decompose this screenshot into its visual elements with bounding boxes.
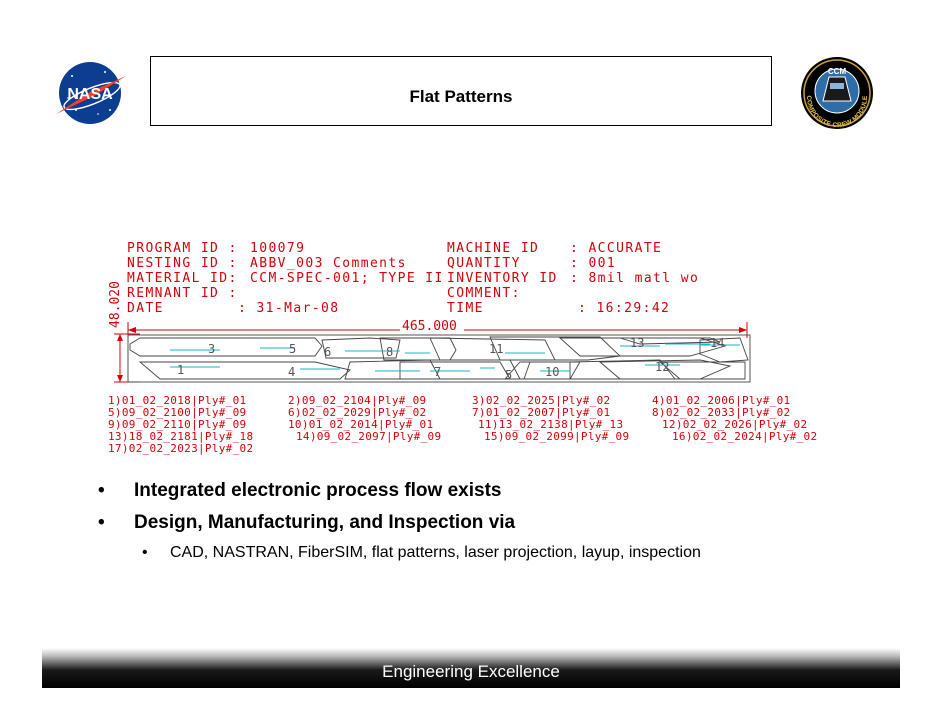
bullet-dot: • [98, 512, 105, 533]
part-index-table: 1)01_02_2018|Ply#_01 2)09_02_2104|Ply#_0… [108, 394, 817, 455]
ccm-logo-text: CCM [828, 67, 847, 76]
remnant-id-label: REMNANT ID : [127, 286, 238, 301]
program-id-label: PROGRAM ID : [127, 241, 238, 256]
bullet-text: Integrated electronic process flow exist… [134, 480, 502, 501]
part-index-entry: 5)09_02_2100|Ply#_09 [108, 406, 246, 419]
part-number: 12 [655, 360, 669, 374]
bullet-list: • Integrated electronic process flow exis… [98, 478, 701, 564]
part-index-entry: 16)02_02_2024|Ply#_02 [672, 430, 817, 443]
bullet-item: • Design, Manufacturing, and Inspection v… [98, 510, 701, 542]
footer-bar: Engineering Excellence [42, 648, 900, 688]
part-index-entry: 10)01_02_2014|Ply#_01 [288, 418, 433, 431]
part-index-entry: 15)09_02_2099|Ply#_09 [484, 430, 629, 443]
part-number: 8 [386, 345, 393, 359]
width-dimension: 465.000 [127, 319, 748, 338]
part-number: 3 [208, 342, 215, 356]
material-id-label: MATERIAL ID: [127, 271, 238, 286]
part-number: 11 [489, 342, 503, 356]
part-number: 13 [630, 336, 644, 350]
part-number: 10 [545, 365, 559, 379]
part-number: 6 [324, 345, 331, 359]
time-value: : 16:29:42 [578, 301, 670, 316]
nested-parts [127, 334, 751, 383]
part-index-entry: 4)01_02_2006|Ply#_01 [652, 394, 790, 407]
quantity-value: : 001 [570, 256, 616, 271]
height-dimension-label: 48.020 [108, 281, 123, 328]
width-dimension-label: 465.000 [402, 319, 457, 334]
inventory-id-label: INVENTORY ID [447, 271, 558, 286]
machine-id-label: MACHINE ID [447, 241, 539, 256]
footer-text: Engineering Excellence [382, 662, 560, 681]
program-id-value: 100079 [250, 241, 305, 256]
comment-label: COMMENT: [447, 286, 521, 301]
material-id-value: CCM-SPEC-001; TYPE II [250, 271, 444, 286]
quantity-label: QUANTITY [447, 256, 521, 271]
part-index-entry: 9)09_02_2110|Ply#_09 [108, 418, 246, 431]
part-index-entry: 3)02_02_2025|Ply#_02 [472, 394, 610, 407]
bullet-dot: • [98, 480, 105, 501]
part-index-entry: 17)02_02_2023|Ply#_02 [108, 442, 253, 455]
part-number: 14 [710, 336, 724, 350]
sub-bullet-dot: • [142, 544, 148, 561]
date-value: : 31-Mar-08 [238, 301, 340, 316]
nesting-id-label: NESTING ID : [127, 256, 238, 271]
nasa-logo-text: NASA [67, 86, 113, 103]
ccm-mission-patch: CCM COMPOSITE CREW MODULE [793, 55, 881, 131]
flat-pattern-drawing: PROGRAM ID : 100079 MACHINE ID : ACCURAT… [100, 234, 840, 456]
title-box: Flat Patterns [150, 56, 772, 126]
svg-text:PROGRAM ID :: PROGRAM ID : [127, 241, 238, 256]
part-index-entry: 8)02_02_2033|Ply#_02 [652, 406, 790, 419]
bullet-item: • Integrated electronic process flow exis… [98, 478, 701, 510]
part-number: 4 [288, 365, 295, 379]
part-index-entry: 2)09_02_2104|Ply#_09 [288, 394, 426, 407]
nesting-id-value: ABBV_003 Comments [250, 256, 407, 271]
part-index-entry: 13)18_02_2181|Ply#_18 [108, 430, 253, 443]
time-label: TIME [447, 301, 484, 316]
machine-id-value: : ACCURATE [570, 241, 662, 256]
nasa-logo: NASA [50, 58, 130, 128]
inventory-id-value: : 8mil matl wo [570, 271, 699, 286]
date-label: DATE [127, 301, 164, 316]
part-number: 5 [505, 368, 512, 382]
part-index-entry: 12)02_02_2026|Ply#_02 [662, 418, 807, 431]
part-number: 1 [177, 363, 184, 377]
sub-bullet-text: CAD, NASTRAN, FiberSIM, flat patterns, l… [170, 544, 701, 561]
sub-bullet-item: • CAD, NASTRAN, FiberSIM, flat patterns, … [98, 542, 701, 564]
part-index-entry: 11)13_02_2138|Ply#_13 [478, 418, 623, 431]
slide-title: Flat Patterns [409, 87, 513, 106]
part-index-entry: 7)01_02_2007|Ply#_01 [472, 406, 610, 419]
part-number: 7 [434, 365, 441, 379]
part-index-entry: 6)02_02_2029|Ply#_02 [288, 406, 426, 419]
ply-orientation-markers [170, 343, 740, 372]
part-index-entry: 14)09_02_2097|Ply#_09 [296, 430, 441, 443]
bullet-text: Design, Manufacturing, and Inspection vi… [134, 512, 516, 533]
part-index-entry: 1)01_02_2018|Ply#_01 [108, 394, 246, 407]
part-number: 5 [289, 342, 296, 356]
